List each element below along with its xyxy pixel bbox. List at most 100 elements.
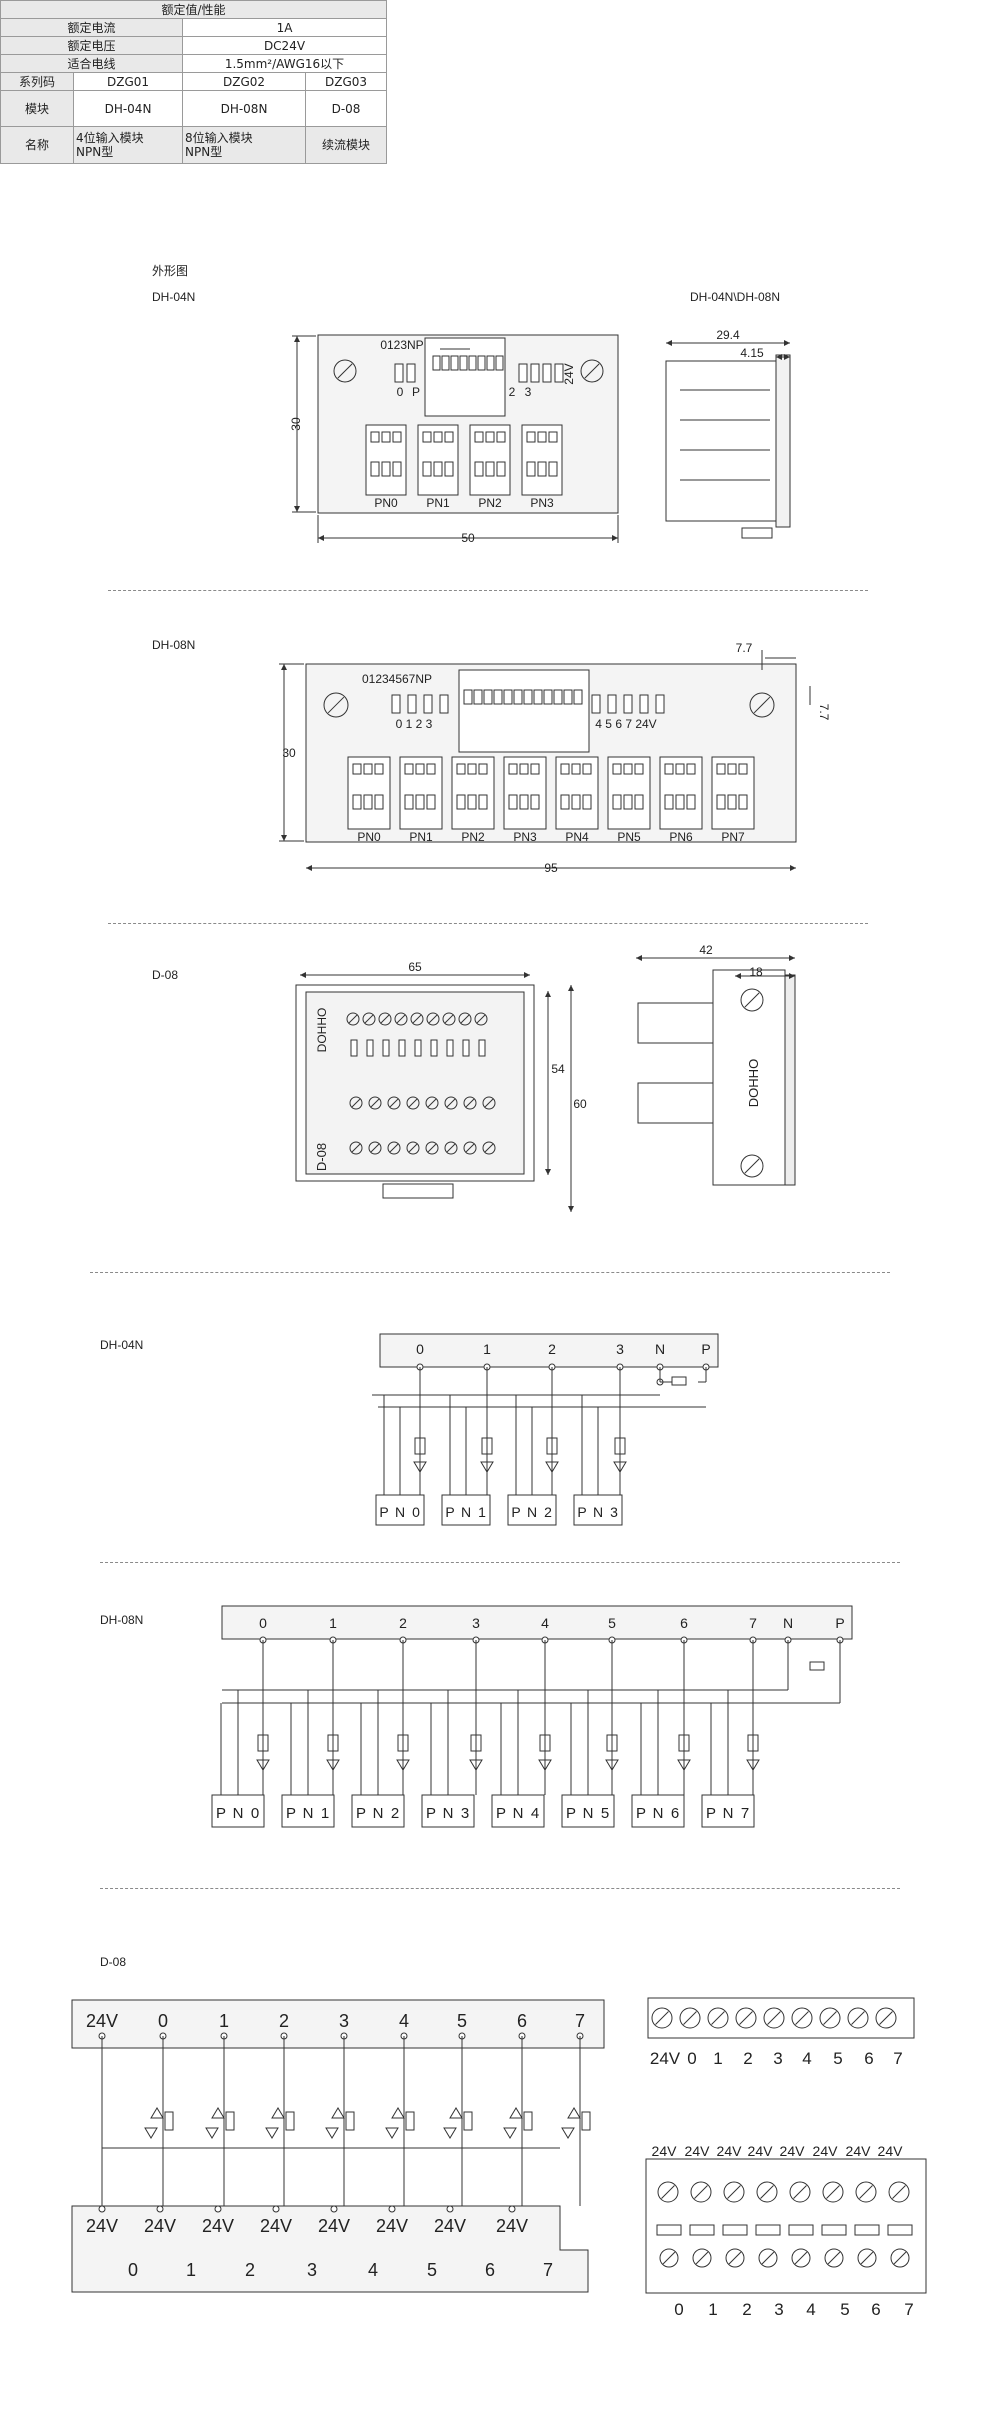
screw-slot bbox=[327, 696, 345, 714]
d08-top-label: 4 bbox=[399, 2011, 409, 2031]
pin bbox=[727, 763, 737, 775]
d08-mid-screw-icon bbox=[482, 1096, 496, 1110]
led-icon bbox=[256, 1759, 270, 1771]
dh08n-led bbox=[591, 694, 601, 714]
pin bbox=[433, 431, 443, 443]
d08-brand: DOHHO bbox=[315, 1008, 329, 1053]
dh08n-term-label: 7 bbox=[741, 1805, 749, 1822]
dh04n-led bbox=[554, 363, 564, 383]
resistor-icon bbox=[581, 2111, 591, 2131]
d08-top-screw-icon bbox=[474, 1012, 488, 1026]
dh04n-term-label: P bbox=[577, 1504, 586, 1520]
d08-mid-screw-icon bbox=[406, 1096, 420, 1110]
d08-bottom-num-label: 6 bbox=[485, 2260, 495, 2280]
d08-strip-label: 4 bbox=[802, 2049, 811, 2068]
screw-slot bbox=[351, 1143, 361, 1153]
diode-icon bbox=[325, 2127, 339, 2139]
d08-strip-label: 1 bbox=[713, 2049, 722, 2068]
dh04n-top-pin bbox=[495, 355, 504, 371]
d08-diode bbox=[462, 1039, 470, 1057]
dh08n-pn-connector bbox=[659, 756, 703, 830]
d08-block-slot bbox=[755, 2224, 781, 2236]
pin bbox=[675, 794, 685, 810]
d08-strip-label: 3 bbox=[773, 2049, 782, 2068]
d08-bottom-num-label: 1 bbox=[186, 2260, 196, 2280]
dh08n-pn-connector bbox=[711, 756, 755, 830]
led-icon bbox=[326, 1759, 340, 1771]
d08-mid-screw-icon bbox=[368, 1096, 382, 1110]
dh08n-term-block bbox=[281, 1794, 335, 1828]
pin bbox=[582, 794, 592, 810]
d08-diode bbox=[382, 1039, 390, 1057]
dh08n-top-pin bbox=[543, 689, 553, 705]
d08-h2-value: 60 bbox=[573, 1097, 587, 1111]
dh04n-term-label: 2 bbox=[544, 1504, 552, 1520]
d08-top-label: 24V bbox=[86, 2011, 118, 2031]
dh08n-bus-label: 7 bbox=[749, 1615, 757, 1631]
pin bbox=[634, 763, 644, 775]
screw-slot bbox=[661, 2185, 675, 2199]
terminal-dot bbox=[508, 2205, 516, 2213]
pin bbox=[456, 763, 466, 775]
dh04n-bus-label: 0 bbox=[416, 1341, 424, 1357]
dh08n-term-label: N bbox=[303, 1805, 314, 1822]
dh04n-outline-label: DH-04N bbox=[152, 290, 196, 304]
d08-bottom-num-label: 3 bbox=[307, 2260, 317, 2280]
pin bbox=[352, 763, 362, 775]
resistor-icon bbox=[539, 1734, 551, 1752]
d08-bottom-24v-label: 24V bbox=[376, 2216, 408, 2236]
screw-slot bbox=[370, 1143, 380, 1153]
screw-slot bbox=[859, 2185, 873, 2199]
d08-diode bbox=[414, 1039, 422, 1057]
pin bbox=[363, 763, 373, 775]
pin bbox=[508, 763, 518, 775]
resistor-icon bbox=[678, 1734, 690, 1752]
d08-side-terminal bbox=[637, 1002, 714, 1044]
d08-block-slot bbox=[788, 2224, 814, 2236]
dh08n-term-label: P bbox=[496, 1805, 506, 1822]
pin bbox=[612, 794, 622, 810]
screw-icon bbox=[740, 988, 764, 1012]
d08-block-upper-screw-icon bbox=[855, 2181, 877, 2203]
d08-model: D-08 bbox=[314, 1143, 329, 1171]
d08-side-depth-dim-arrowheads bbox=[735, 973, 795, 979]
screw-slot bbox=[389, 1098, 399, 1108]
d08-block-bottom-label: 3 bbox=[774, 2300, 783, 2319]
pin bbox=[422, 431, 432, 443]
pin bbox=[444, 461, 454, 477]
screw-slot bbox=[739, 2011, 753, 2025]
d08-block-lower-screw-icon bbox=[725, 2248, 745, 2268]
dh08n-top-pin bbox=[463, 689, 473, 705]
dh08n-term-block bbox=[491, 1794, 545, 1828]
led-icon bbox=[211, 2107, 225, 2119]
screw-slot bbox=[465, 1098, 475, 1108]
pin bbox=[716, 763, 726, 775]
d08-strip-label: 2 bbox=[743, 2049, 752, 2068]
diode-icon bbox=[561, 2127, 575, 2139]
dh08n-outline-label: DH-08N bbox=[152, 638, 196, 652]
d08-strip-screw-icon bbox=[847, 2007, 869, 2029]
led-icon bbox=[509, 2107, 523, 2119]
dh08n-top-connector bbox=[458, 669, 590, 753]
dh04n-top-pin bbox=[477, 355, 486, 371]
resistor-icon bbox=[809, 1661, 825, 1671]
d08-bottom-num-label: 0 bbox=[128, 2260, 138, 2280]
section-divider bbox=[90, 1272, 890, 1273]
d08-block-upper-screw-icon bbox=[657, 2181, 679, 2203]
dh04n-term-label: 1 bbox=[478, 1504, 486, 1520]
d08-block-top-label: 24V bbox=[685, 2143, 711, 2159]
d08-block-slot bbox=[887, 2224, 913, 2236]
d08-top-label: 2 bbox=[279, 2011, 289, 2031]
dh08n-pn-connector bbox=[555, 756, 599, 830]
d08-top-label: 5 bbox=[457, 2011, 467, 2031]
outline-title: 外形图 bbox=[152, 264, 189, 278]
d08-top-label: 0 bbox=[158, 2011, 168, 2031]
d08-clip bbox=[382, 1183, 454, 1199]
d08-strip-label: 24V bbox=[650, 2049, 681, 2068]
dh08n-bus-block bbox=[221, 1605, 853, 1640]
screw-slot bbox=[465, 1143, 475, 1153]
dh04n-wiring-label: DH-04N bbox=[100, 1338, 144, 1352]
screw-slot bbox=[484, 1143, 494, 1153]
dh04n-led bbox=[530, 363, 540, 383]
dh08n-pn-connector bbox=[503, 756, 547, 830]
